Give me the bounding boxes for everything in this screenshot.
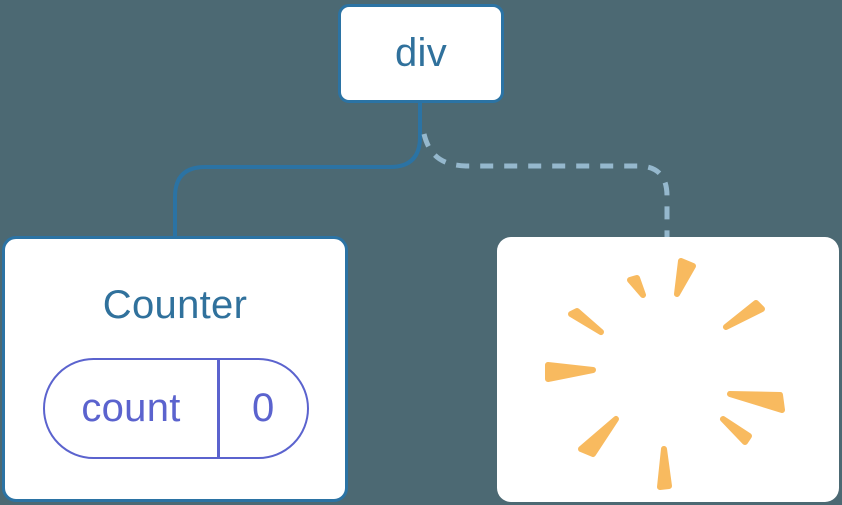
poof-icon	[545, 258, 785, 490]
link-div-to-counter	[173, 103, 422, 236]
node-counter: Counter count 0	[2, 236, 348, 502]
pill-divider	[217, 360, 220, 457]
state-key-label: count	[81, 386, 181, 430]
node-div-label: div	[394, 31, 448, 75]
node-div: div	[338, 4, 504, 103]
state-value-label: 0	[251, 386, 275, 430]
state-pill: count 0	[43, 358, 309, 459]
node-removed	[497, 237, 839, 502]
counter-title: Counter	[102, 283, 248, 327]
link-div-to-removed	[421, 133, 670, 237]
